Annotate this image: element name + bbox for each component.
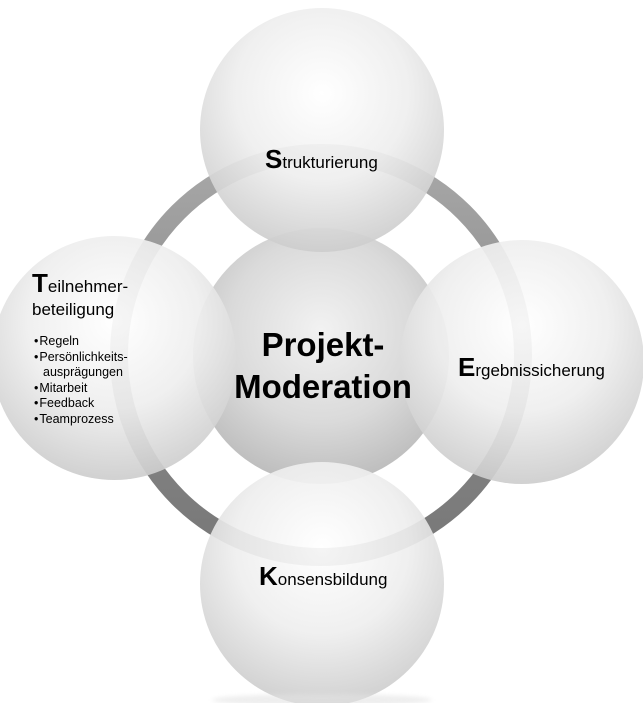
bullet-item: Persönlichkeits-: [34, 350, 127, 366]
segment-label-left: Teilnehmer- beteiligung: [32, 270, 129, 321]
segment-bottom-initial: K: [259, 561, 278, 591]
reflection-bottom: [212, 694, 432, 703]
segment-label-right: Ergebnissicherung: [458, 352, 605, 383]
center-circle: [193, 228, 449, 484]
center-title-line1: Projekt-: [261, 326, 385, 363]
segment-right-initial: E: [458, 352, 476, 382]
segment-right-rest: rgebnissicherung: [475, 361, 605, 380]
center-title: Projekt- Moderation: [213, 324, 433, 408]
segment-bottom-rest: onsensbildung: [277, 570, 388, 589]
segment-left-rest: eilnehmer-: [47, 277, 129, 296]
circle-right: [400, 240, 643, 484]
bullet-item: Regeln: [34, 334, 128, 350]
circle-bottom: [200, 462, 444, 703]
segment-label-top: Strukturierung: [265, 144, 378, 175]
bullet-item: Mitarbeit: [34, 381, 128, 397]
center-title-line2: Moderation: [234, 368, 412, 405]
segment-top-rest: trukturierung: [282, 153, 378, 172]
bullet-item: Feedback: [34, 396, 128, 412]
segment-left-line2: beteiligung: [32, 300, 115, 319]
circle-top: [200, 8, 444, 252]
bullet-item-continuation: ausprägungen: [43, 365, 123, 380]
segment-left-initial: T: [32, 268, 48, 298]
segment-top-initial: S: [265, 144, 283, 174]
bullet-item: Teamprozess: [34, 412, 128, 428]
left-bullet-list: Regeln Persönlichkeits- ausprägungen Mit…: [34, 334, 128, 428]
segment-label-bottom: Konsensbildung: [259, 561, 387, 592]
